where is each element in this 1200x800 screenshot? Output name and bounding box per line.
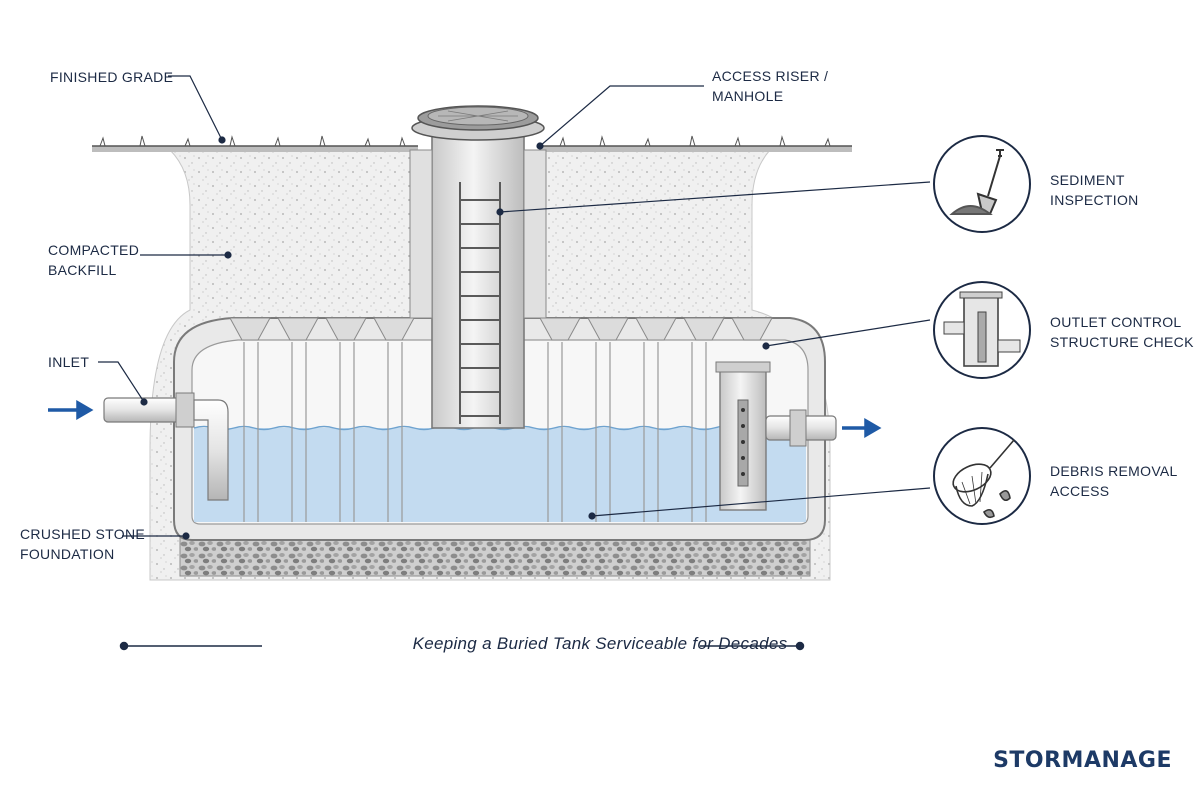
leader-access-riser (536, 85, 704, 150)
riser-collar-right (523, 149, 547, 319)
access-riser-shaft (431, 127, 525, 429)
outlet-structure-icon (943, 291, 1021, 367)
leader-outlet-control (762, 319, 931, 350)
brand-logo: STORMANAGE (993, 748, 1172, 773)
riser-collar-left (409, 149, 433, 319)
tank-chamber-columns (243, 342, 707, 522)
leader-lines (98, 75, 931, 540)
label-crushed-stone: CRUSHED STONE FOUNDATION (20, 526, 145, 562)
leader-finished-grade (168, 75, 226, 144)
manhole-cover (411, 105, 545, 141)
leader-debris (588, 487, 931, 520)
sediment-callout (933, 135, 1031, 233)
stored-water (194, 428, 806, 522)
inlet-pipe (103, 392, 229, 501)
label-debris-removal: DEBRIS REMOVAL ACCESS (1050, 463, 1178, 499)
label-sediment-inspection: SEDIMENT INSPECTION (1050, 172, 1139, 208)
outlet-control-structure (715, 361, 771, 511)
caption-rule (119, 641, 805, 651)
inlet-flow-arrow (48, 399, 94, 421)
diagram-caption: Keeping a Buried Tank Serviceable for De… (412, 634, 788, 653)
leader-sediment (496, 181, 931, 216)
access-ladder (459, 182, 501, 424)
outlet-pipe (765, 409, 837, 447)
label-finished-grade: FINISHED GRADE (50, 69, 174, 85)
net-icon (952, 439, 1015, 519)
shovel-icon (949, 149, 1004, 216)
outlet-flow-arrow (842, 417, 882, 439)
tank-top-ribs (229, 317, 773, 341)
debris-callout (933, 427, 1031, 525)
label-inlet: INLET (48, 354, 90, 370)
label-access-riser: ACCESS RISER / MANHOLE (712, 68, 829, 104)
label-outlet-control: OUTLET CONTROL STRUCTURE CHECK (1050, 314, 1194, 350)
finished-grade-surface (92, 135, 852, 152)
label-compacted-backfill: COMPACTED BACKFILL (48, 242, 140, 278)
outlet-control-callout (933, 281, 1031, 379)
leader-inlet (98, 361, 148, 406)
